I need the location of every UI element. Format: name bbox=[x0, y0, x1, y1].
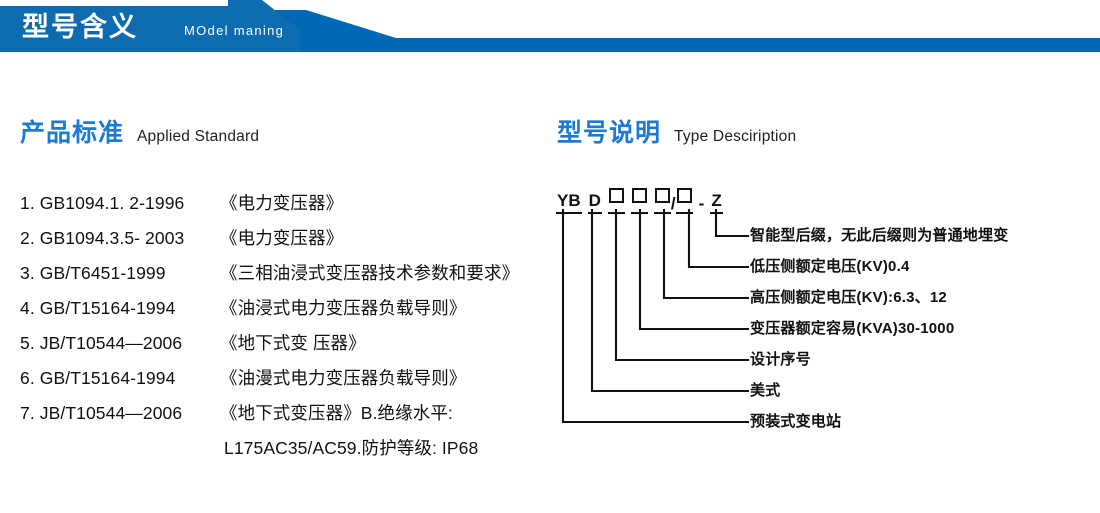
standard-name: 《电力变压器》 bbox=[220, 228, 344, 248]
standard-name: 《电力变压器》 bbox=[220, 193, 344, 213]
leader-line-1 bbox=[714, 208, 750, 238]
type-description-heading-en: Type Desciription bbox=[674, 128, 797, 145]
list-item: 5. JB/T10544—2006 《地下式变 压器》 bbox=[20, 330, 550, 365]
standard-code: 2. GB1094.3.5- 2003 bbox=[20, 228, 185, 248]
standard-code: 7. JB/T10544—2006 bbox=[20, 403, 183, 423]
description-item-5: 设计序号 bbox=[750, 351, 811, 368]
standard-name: 《地下式变压器》B.绝缘水平: bbox=[220, 403, 453, 423]
leader-line-3 bbox=[662, 208, 750, 300]
leader-line-7 bbox=[561, 208, 750, 424]
leader-lines bbox=[561, 208, 750, 424]
model-code-diagram: YB D / - Z bbox=[552, 188, 1100, 438]
standard-name: 《三相油浸式变压器技术参数和要求》 bbox=[220, 263, 520, 283]
standard-name: L175AC35/AC59.防护等级: IP68 bbox=[224, 438, 479, 458]
page-header-banner: 型号含义 MOdel maning bbox=[0, 0, 1100, 54]
list-item: 2. GB1094.3.5- 2003 《电力变压器》 bbox=[20, 225, 550, 260]
leader-line-6 bbox=[590, 208, 750, 393]
placeholder-box-icon bbox=[608, 188, 624, 203]
standard-name: 《油浸式电力变压器负载导则》 bbox=[220, 298, 467, 318]
placeholder-box-icon bbox=[676, 188, 692, 203]
applied-standard-heading-cn: 产品标准 bbox=[20, 119, 125, 147]
standard-code: 4. GB/T15164-1994 bbox=[20, 298, 176, 318]
code-segment-d: D bbox=[587, 191, 602, 214]
type-description-heading-cn: 型号说明 bbox=[557, 119, 662, 147]
list-item: 7. JB/T10544—2006 《地下式变压器》B.绝缘水平: bbox=[20, 400, 550, 435]
code-slash: / bbox=[670, 194, 676, 213]
standard-name: 《地下式变 压器》 bbox=[220, 333, 366, 353]
applied-standard-heading: 产品标准 Applied Standard bbox=[20, 113, 259, 149]
applied-standard-heading-en: Applied Standard bbox=[137, 128, 260, 145]
standard-code: 5. JB/T10544—2006 bbox=[20, 333, 183, 353]
page-title: 型号含义 bbox=[22, 12, 138, 42]
list-item: 4. GB/T15164-1994 《油浸式电力变压器负载导则》 bbox=[20, 295, 550, 330]
description-item-6: 美式 bbox=[750, 382, 781, 399]
leader-line-2 bbox=[687, 208, 750, 269]
leader-line-5 bbox=[614, 208, 750, 362]
description-item-7: 预装式变电站 bbox=[750, 413, 842, 430]
standards-list: 1. GB1094.1. 2-1996 《电力变压器》 2. GB1094.3.… bbox=[20, 190, 550, 473]
standard-code: 3. GB/T6451-1999 bbox=[20, 263, 166, 283]
description-item-2: 低压侧额定电压(KV)0.4 bbox=[750, 258, 910, 275]
list-item: 3. GB/T6451-1999 《三相油浸式变压器技术参数和要求》 bbox=[20, 260, 550, 295]
leader-line-4 bbox=[638, 208, 750, 331]
placeholder-box-icon bbox=[631, 188, 647, 203]
standard-code: 6. GB/T15164-1994 bbox=[20, 368, 176, 388]
code-dash: - bbox=[698, 194, 705, 213]
page-subtitle: MOdel maning bbox=[184, 23, 285, 38]
standard-name: 《油漫式电力变压器负载导则》 bbox=[220, 368, 467, 388]
description-item-3: 高压侧额定电压(KV):6.3、12 bbox=[750, 289, 947, 306]
list-item: 6. GB/T15164-1994 《油漫式电力变压器负载导则》 bbox=[20, 365, 550, 400]
placeholder-box-icon bbox=[654, 188, 670, 203]
code-segment-box-4 bbox=[675, 188, 693, 214]
type-description-heading: 型号说明 Type Desciription bbox=[557, 113, 796, 149]
description-item-4: 变压器额定容易(KVA)30-1000 bbox=[750, 320, 955, 337]
code-segment-box-3 bbox=[653, 188, 671, 214]
standard-code: 1. GB1094.1. 2-1996 bbox=[20, 193, 185, 213]
list-item: 1. GB1094.1. 2-1996 《电力变压器》 bbox=[20, 190, 550, 225]
header-flag-block bbox=[0, 0, 300, 52]
code-segment-yb: YB bbox=[556, 191, 582, 214]
list-item-continuation: L175AC35/AC59.防护等级: IP68 bbox=[20, 435, 550, 473]
description-item-1: 智能型后缀，无此后缀则为普通地埋变 bbox=[750, 227, 1009, 244]
